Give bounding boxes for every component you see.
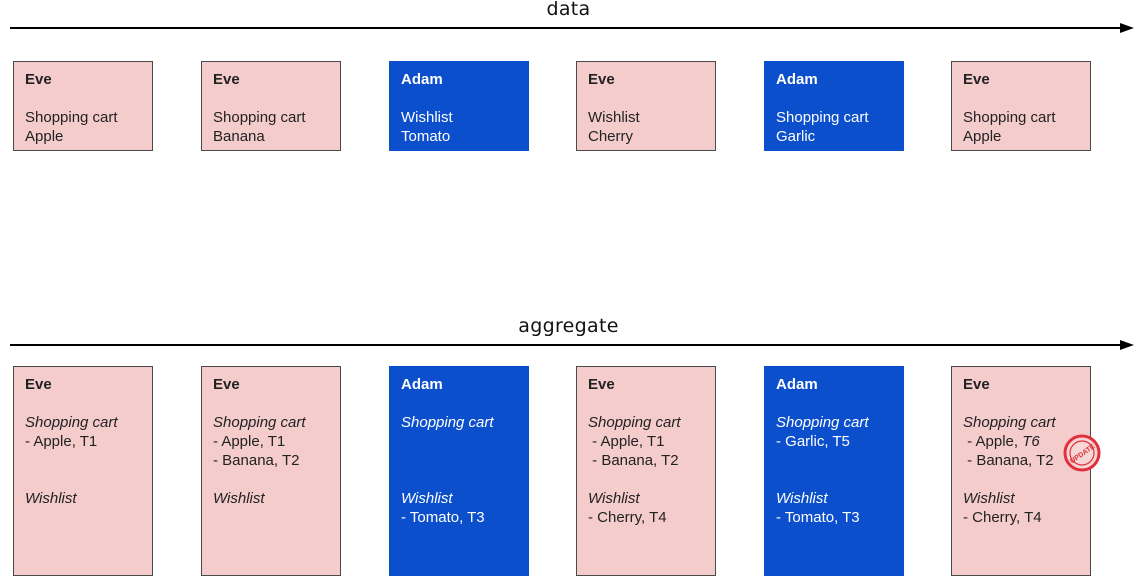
shopping-cart-label: Shopping cart xyxy=(401,414,494,431)
wishlist-label: Wishlist xyxy=(776,490,828,507)
event-list: Wishlist xyxy=(588,109,640,126)
shopping-cart-label: Shopping cart xyxy=(963,414,1056,431)
aggregate-timeline-arrow xyxy=(10,340,1134,350)
event-item: Garlic xyxy=(776,128,816,145)
cart-item: - Apple, T1 xyxy=(213,433,286,450)
spacer xyxy=(25,451,141,489)
shopping-cart-label: Shopping cart xyxy=(25,414,118,431)
cart-item: - Apple, T1 xyxy=(588,433,665,450)
spacer xyxy=(588,470,704,489)
spacer xyxy=(776,451,892,489)
update-stamp-icon: UPDATE xyxy=(1063,434,1101,472)
wishlist-label: Wishlist xyxy=(963,490,1015,507)
shopping-cart-label: Shopping cart xyxy=(213,414,306,431)
event-item: Tomato xyxy=(401,128,451,145)
cart-item: - Banana, T2 xyxy=(213,452,300,469)
wishlist-item: - Tomato, T3 xyxy=(401,509,485,526)
aggregate-user: Eve xyxy=(963,376,990,393)
cart-item: - Garlic, T5 xyxy=(776,433,850,450)
aggregate-user: Adam xyxy=(401,376,443,393)
wishlist-label: Wishlist xyxy=(213,490,265,507)
aggregate-section-title: aggregate xyxy=(518,315,619,337)
cart-item: - Apple, T1 xyxy=(25,433,98,450)
event-item: Apple xyxy=(963,128,1002,145)
cart-item: - Apple, T6 xyxy=(963,433,1040,450)
wishlist-item: - Tomato, T3 xyxy=(776,509,860,526)
shopping-cart-label: Shopping cart xyxy=(588,414,681,431)
aggregate-user: Eve xyxy=(213,376,240,393)
event-list: Shopping cart xyxy=(776,109,869,126)
event-user: Eve xyxy=(588,71,615,88)
cart-item: - Banana, T2 xyxy=(588,452,679,469)
wishlist-label: Wishlist xyxy=(25,490,77,507)
wishlist-label: Wishlist xyxy=(588,490,640,507)
spacer xyxy=(401,432,517,489)
spacer xyxy=(213,470,329,489)
aggregate-user: Eve xyxy=(588,376,615,393)
aggregate-user: Adam xyxy=(776,376,818,393)
event-user: Adam xyxy=(401,71,443,88)
aggregate-user: Eve xyxy=(25,376,52,393)
event-user: Eve xyxy=(963,71,990,88)
event-user: Eve xyxy=(213,71,240,88)
wishlist-item: - Cherry, T4 xyxy=(588,509,667,526)
event-list: Shopping cart xyxy=(25,109,118,126)
event-list: Shopping cart xyxy=(213,109,306,126)
data-section-title: data xyxy=(546,0,591,20)
event-user: Adam xyxy=(776,71,818,88)
event-item: Apple xyxy=(25,128,64,145)
wishlist-label: Wishlist xyxy=(401,490,453,507)
data-timeline-arrow xyxy=(10,23,1134,33)
event-item: Cherry xyxy=(588,128,634,145)
event-user: Eve xyxy=(25,71,52,88)
event-list: Shopping cart xyxy=(963,109,1056,126)
wishlist-item: - Cherry, T4 xyxy=(963,509,1042,526)
event-list: Wishlist xyxy=(401,109,453,126)
cart-item: - Banana, T2 xyxy=(963,452,1054,469)
event-item: Banana xyxy=(213,128,265,145)
shopping-cart-label: Shopping cart xyxy=(776,414,869,431)
